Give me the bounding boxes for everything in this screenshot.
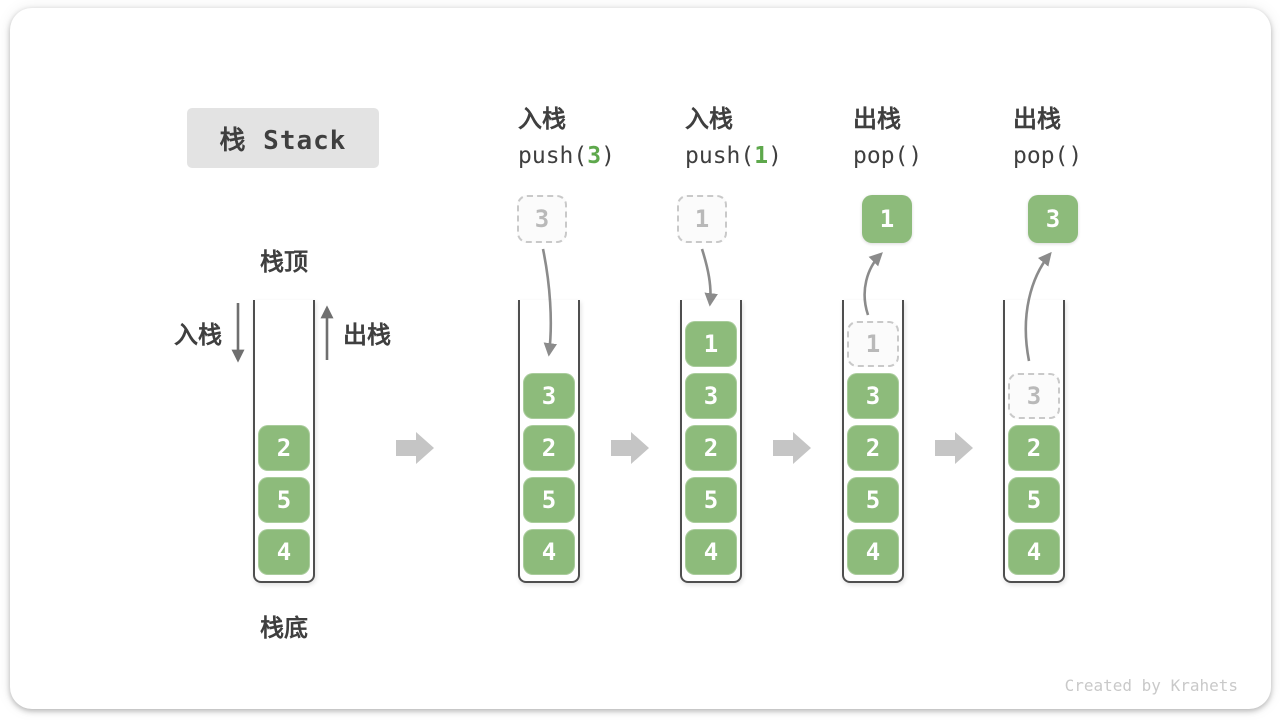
- stack-cell: 5: [847, 477, 899, 523]
- stack-cell: 2: [685, 425, 737, 471]
- operation-arg: 3: [587, 143, 602, 169]
- stack-bottom-label: 栈底: [260, 615, 308, 642]
- stack-cell: 2: [1008, 425, 1060, 471]
- stack-container-2: 3 2 5 4: [518, 300, 580, 583]
- stack-container-5: 3 2 5 4: [1003, 300, 1065, 583]
- operation-label-2: 入栈 push(1): [685, 106, 782, 170]
- stack-cell: 4: [258, 529, 310, 575]
- stack-container-3: 1 3 2 5 4: [680, 300, 742, 583]
- stack-cell: 5: [685, 477, 737, 523]
- ghost-cell: 3: [1008, 373, 1060, 419]
- pop-side-label: 出栈: [343, 322, 391, 349]
- operation-code: pop(): [853, 143, 923, 169]
- operation-label-3: 出栈 pop(): [853, 106, 922, 170]
- stack-top-label: 栈顶: [260, 249, 308, 276]
- stack-cell: 1: [685, 321, 737, 367]
- stack-cell: 2: [523, 425, 575, 471]
- stack-container-1: 2 5 4: [253, 300, 315, 583]
- popped-value-box: 1: [862, 195, 912, 243]
- stack-cell: 4: [1008, 529, 1060, 575]
- operation-code: pop(): [1013, 143, 1083, 169]
- stack-container-4: 1 3 2 5 4: [842, 300, 904, 583]
- title-text: 栈 Stack: [219, 125, 347, 156]
- popped-value-box: 3: [1028, 195, 1078, 243]
- operation-name: 入栈: [518, 106, 566, 133]
- operation-code: push(1): [685, 143, 782, 169]
- operation-label-4: 出栈 pop(): [1013, 106, 1082, 170]
- operation-label-1: 入栈 push(3): [518, 106, 615, 170]
- ghost-cell: 1: [847, 321, 899, 367]
- operation-name: 出栈: [1013, 106, 1061, 133]
- stack-cell: 3: [523, 373, 575, 419]
- watermark: Created by Krahets: [1064, 676, 1238, 695]
- stack-cell: 3: [685, 373, 737, 419]
- operation-code: push(3): [518, 143, 615, 169]
- incoming-value-box: 1: [677, 195, 727, 243]
- stack-cell: 5: [258, 477, 310, 523]
- operation-name: 入栈: [685, 106, 733, 133]
- operation-name: 出栈: [853, 106, 901, 133]
- stack-cell: 4: [847, 529, 899, 575]
- stack-cell: 4: [523, 529, 575, 575]
- stack-cell: 3: [847, 373, 899, 419]
- stack-cell: 2: [847, 425, 899, 471]
- title-badge: 栈 Stack: [187, 108, 379, 168]
- stack-cell: 5: [1008, 477, 1060, 523]
- push-side-label: 入栈: [174, 322, 222, 349]
- stack-cell: 2: [258, 425, 310, 471]
- incoming-value-box: 3: [517, 195, 567, 243]
- stack-cell: 4: [685, 529, 737, 575]
- stack-cell: 5: [523, 477, 575, 523]
- operation-arg: 1: [754, 143, 769, 169]
